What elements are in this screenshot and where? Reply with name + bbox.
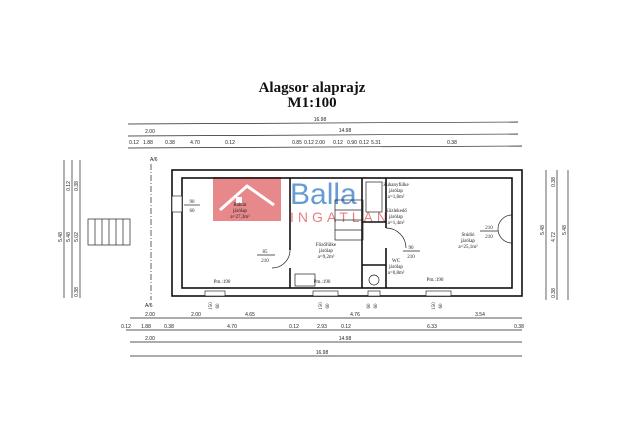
opening-height: 210 bbox=[485, 235, 493, 240]
room-name: Stúdió bbox=[461, 233, 475, 238]
section-mark-bottom: A/6 bbox=[145, 303, 153, 309]
dim-vertical: 0.38 bbox=[74, 287, 80, 297]
dim-vertical: 0.12 bbox=[66, 181, 72, 191]
window-height: 60 bbox=[374, 303, 379, 309]
dim: 14.98 bbox=[339, 128, 352, 134]
dim-segment: 6.33 bbox=[427, 324, 437, 330]
parapet-label: Pm.:190 bbox=[214, 280, 231, 285]
dim-vertical: 0.38 bbox=[74, 181, 80, 191]
dim-vertical: 5.48 bbox=[540, 225, 546, 235]
plan-scale: M1:100 bbox=[287, 95, 336, 111]
room-name: Raktár bbox=[233, 203, 247, 208]
dim-segment: 0.38 bbox=[165, 140, 175, 146]
dim-segment: 0.38 bbox=[164, 324, 174, 330]
dim-segment: 0.12 bbox=[289, 324, 299, 330]
plan-title: Alagsor alaprajz bbox=[259, 80, 366, 96]
dim-overall-bottom: 16.98 bbox=[316, 350, 329, 356]
opening-height: 210 bbox=[407, 255, 415, 260]
opening-height: 60 bbox=[190, 209, 196, 214]
window-width: 150 bbox=[319, 302, 324, 310]
room-name: Főzőfülke bbox=[316, 243, 337, 248]
dim-segment: 4.70 bbox=[190, 140, 200, 146]
dim-segment: 0.12 bbox=[129, 140, 139, 146]
room-floor: járólap bbox=[232, 209, 247, 214]
room-name: Közlekedő bbox=[385, 209, 407, 214]
dim-segment: 0.38 bbox=[514, 324, 524, 330]
room-area: a=1,4m² bbox=[388, 220, 405, 226]
opening-height: 210 bbox=[261, 259, 269, 264]
room-name: Zuhanyfülke bbox=[383, 183, 409, 188]
room-area: a=0,8m² bbox=[388, 270, 405, 276]
bottom-dimensions: 2.00 2.00 4.65 4.76 3.54 0.12 1.88 0.38 4.70 0.12… bbox=[121, 312, 524, 357]
dim-segment: 4.76 bbox=[350, 312, 360, 318]
room-area: a=27,3m² bbox=[230, 214, 250, 220]
window-width: 150 bbox=[432, 302, 437, 310]
building-walls bbox=[171, 169, 523, 297]
opening-width: 210 bbox=[485, 226, 493, 231]
dim-vertical: 5.48 bbox=[66, 232, 72, 242]
room-name: WC bbox=[392, 259, 401, 264]
window-height: 60 bbox=[439, 303, 444, 309]
dim-segment: 0.12 bbox=[225, 140, 235, 146]
parapet-label: Pm.:190 bbox=[314, 280, 331, 285]
room-area: a=25,1m² bbox=[458, 244, 478, 250]
room-area: a=1,8m² bbox=[388, 194, 405, 200]
dim-segment: 14.98 bbox=[339, 336, 352, 342]
dim-segment: 5.31 bbox=[371, 140, 381, 146]
room-area: a=9,2m² bbox=[318, 254, 335, 260]
dim-segment: 0.12 bbox=[121, 324, 131, 330]
dim-segment: 2.00 bbox=[191, 312, 201, 318]
dim-segment: 4.65 bbox=[245, 312, 255, 318]
dim-vertical: 5.48 bbox=[58, 232, 64, 242]
dim-segment: 1.88 bbox=[143, 140, 153, 146]
watermark-brand: Balla bbox=[290, 178, 357, 211]
dim-vertical: 5.02 bbox=[74, 232, 80, 242]
window-height: 60 bbox=[216, 303, 221, 309]
section-mark-top: A/6 bbox=[150, 157, 158, 163]
dim-segment: 2.00 bbox=[315, 140, 325, 146]
dim-vertical: 0.38 bbox=[551, 288, 557, 298]
window-height: 60 bbox=[326, 303, 331, 309]
dim: 2.00 bbox=[145, 129, 155, 135]
dim-segment: 2.00 bbox=[145, 336, 155, 342]
dim-segment: 0.12 bbox=[304, 140, 314, 146]
dim-segment: 1.88 bbox=[141, 324, 151, 330]
window-width: 150 bbox=[209, 302, 214, 310]
dim-vertical: 4.72 bbox=[551, 232, 557, 242]
dim-segment: 3.54 bbox=[475, 312, 485, 318]
dim-segment: 4.70 bbox=[227, 324, 237, 330]
exterior-stairs bbox=[87, 218, 131, 246]
room-labels: Raktárjárólapa=27,3m²Főzőfülkejárólapa=9… bbox=[230, 183, 478, 276]
room-floor: járólap bbox=[388, 215, 403, 220]
dim-segment: 2.00 bbox=[145, 312, 155, 318]
dim-vertical: 0.38 bbox=[551, 177, 557, 187]
room-floor: járólap bbox=[460, 239, 475, 244]
dim-vertical: 5.48 bbox=[562, 225, 568, 235]
opening-width: 90 bbox=[190, 200, 196, 205]
opening-width: 90 bbox=[409, 246, 415, 251]
dim-overall-top: 16.98 bbox=[314, 117, 327, 123]
window-width: 60 bbox=[367, 303, 372, 309]
parapet-label: Pm.:190 bbox=[427, 278, 444, 283]
room-floor: járólap bbox=[388, 265, 403, 270]
room-floor: járólap bbox=[388, 189, 403, 194]
dim-segment: 0.85 bbox=[292, 140, 302, 146]
dim-segment: 0.38 bbox=[447, 140, 457, 146]
opening-width: 85 bbox=[263, 250, 269, 255]
dim-segment: 0.12 bbox=[341, 324, 351, 330]
dim-segment: 2.93 bbox=[317, 324, 327, 330]
dim-segment: 0.90 bbox=[347, 140, 357, 146]
dim-segment: 0.12 bbox=[359, 140, 369, 146]
room-floor: járólap bbox=[318, 249, 333, 254]
dim-segment: 0.12 bbox=[333, 140, 343, 146]
